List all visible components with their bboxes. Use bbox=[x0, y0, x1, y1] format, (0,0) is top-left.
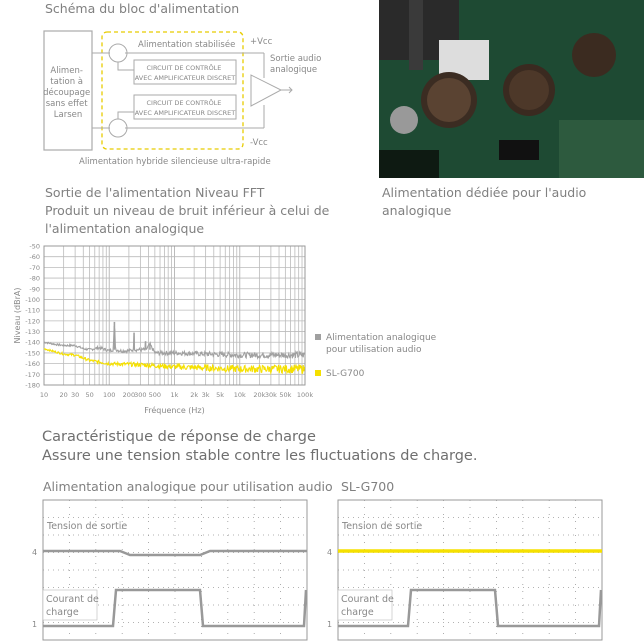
x-tick-label: 20k bbox=[253, 391, 265, 399]
stabilized-label: Alimentation stabilisée bbox=[138, 39, 235, 50]
circuit-board-photo bbox=[379, 0, 644, 178]
tick-label-1: 1 bbox=[327, 620, 332, 629]
y-axis-label: Niveau (dBrA) bbox=[13, 288, 22, 344]
power-block-diagram: Alimen- tation à découpage sans effet La… bbox=[43, 30, 324, 167]
load-chart-title-analog: Alimentation analogique pour utilisation… bbox=[43, 479, 333, 494]
diagram-title: Schéma du bloc d'alimentation bbox=[45, 1, 240, 16]
load-chart-title-slg700: SL-G700 bbox=[341, 479, 395, 494]
y-tick-label: -120 bbox=[25, 317, 40, 325]
transistor-bottom-icon bbox=[108, 118, 128, 138]
fft-title: Sortie de l'alimentation Niveau FFT Prod… bbox=[45, 184, 329, 238]
x-tick-label: 10 bbox=[40, 391, 48, 399]
y-tick-label: -60 bbox=[29, 253, 40, 261]
voltage-label: Tension de sortie bbox=[46, 521, 127, 532]
switching-block-label: Alimen- tation à découpage sans effet La… bbox=[43, 66, 93, 120]
x-axis-label: Fréquence (Hz) bbox=[144, 405, 205, 415]
fft-title-line: Produit un niveau de bruit inférieur à c… bbox=[45, 203, 330, 218]
legend-swatch bbox=[315, 334, 321, 340]
load-chart-analog: Tension de sortie 4 1 Courant de charge bbox=[32, 499, 308, 641]
y-tick-label: -180 bbox=[25, 382, 40, 390]
current-label: charge bbox=[341, 607, 374, 618]
legend-label: pour utilisation audio bbox=[326, 345, 422, 355]
x-tick-label: 10k bbox=[234, 391, 246, 399]
x-tick-label: 50 bbox=[85, 391, 93, 399]
y-tick-label: -150 bbox=[25, 349, 40, 357]
y-tick-label: -160 bbox=[25, 360, 40, 368]
plus-vcc-label: +Vcc bbox=[250, 37, 273, 47]
x-tick-label: 1k bbox=[171, 391, 179, 399]
control-circuit-top: CIRCUIT DE CONTRÔLE AVEC AMPLIFICATEUR D… bbox=[135, 63, 235, 82]
x-tick-label: 2k bbox=[190, 391, 198, 399]
fft-title-line: Sortie de l'alimentation Niveau FFT bbox=[45, 185, 265, 200]
minus-vcc-label: -Vcc bbox=[250, 138, 268, 148]
amplifier-icon bbox=[250, 74, 283, 107]
current-label-box bbox=[337, 589, 393, 621]
x-tick-label: 100 bbox=[103, 391, 115, 399]
current-label: Courant de bbox=[46, 594, 99, 605]
fft-chart: -50 -60 -70 -80 -90 -100 -110 -120 -130 -140 -150 -… bbox=[13, 243, 437, 416]
y-tick-label: -80 bbox=[29, 275, 40, 283]
load-heading-line: Caractéristique de réponse de charge bbox=[42, 429, 316, 445]
y-tick-label: -110 bbox=[25, 307, 40, 315]
series-line-slg700 bbox=[43, 348, 305, 376]
y-tick-label: -130 bbox=[25, 328, 40, 336]
voltage-trace bbox=[43, 549, 307, 557]
y-tick-label: -100 bbox=[25, 296, 40, 304]
legend-swatch bbox=[315, 370, 321, 376]
legend-label: SL-G700 bbox=[326, 369, 365, 379]
x-tick-label: 30 bbox=[71, 391, 79, 399]
load-heading-line: Assure une tension stable contre les flu… bbox=[42, 448, 478, 464]
y-tick-label: -50 bbox=[29, 243, 40, 251]
x-tick-label: 5k bbox=[216, 391, 224, 399]
x-tick-label: 500 bbox=[149, 391, 161, 399]
x-tick-label: 100k bbox=[297, 391, 313, 399]
current-label-box bbox=[42, 589, 98, 621]
y-tick-label: -90 bbox=[29, 285, 40, 293]
y-tick-label: -70 bbox=[29, 264, 40, 272]
tick-label-1: 1 bbox=[32, 620, 37, 629]
fft-title-line: l'alimentation analogique bbox=[45, 221, 205, 236]
load-heading: Caractéristique de réponse de charge Ass… bbox=[42, 428, 477, 466]
diagram-caption: Alimentation hybride silencieuse ultra-r… bbox=[79, 157, 271, 167]
transistor-top-icon bbox=[108, 43, 128, 63]
x-tick-label: 20 bbox=[60, 391, 68, 399]
stabilized-supply-box bbox=[101, 31, 244, 150]
photo-caption-line: Alimentation dédiée pour l'audio bbox=[382, 185, 587, 200]
series-line-analog bbox=[44, 325, 305, 361]
current-trace bbox=[43, 588, 308, 628]
legend-label: Alimentation analogique bbox=[326, 333, 437, 343]
x-tick-label: 3k bbox=[202, 391, 210, 399]
current-label: Courant de bbox=[341, 594, 394, 605]
load-chart-slg700: Tension de sortie 4 1 Courant de charge bbox=[327, 499, 603, 641]
x-tick-label: 300 bbox=[134, 391, 146, 399]
output-label: Sortie audio analogique bbox=[270, 54, 324, 75]
voltage-label: Tension de sortie bbox=[341, 521, 422, 532]
switching-supply-block bbox=[43, 30, 93, 151]
photo-caption-line: analogique bbox=[382, 203, 452, 218]
x-tick-label: 30k bbox=[265, 391, 277, 399]
x-tick-label: 200 bbox=[123, 391, 135, 399]
plot-frame bbox=[43, 245, 306, 386]
tick-label-4: 4 bbox=[32, 548, 37, 557]
control-circuit-bottom: CIRCUIT DE CONTRÔLE AVEC AMPLIFICATEUR D… bbox=[135, 98, 235, 117]
x-tick-label: 50k bbox=[279, 391, 291, 399]
y-tick-label: -140 bbox=[25, 339, 40, 347]
tick-label-4: 4 bbox=[327, 548, 332, 557]
photo-caption: Alimentation dédiée pour l'audio analogi… bbox=[382, 184, 586, 220]
current-trace bbox=[338, 588, 603, 628]
y-tick-label: -170 bbox=[25, 371, 40, 379]
current-label: charge bbox=[46, 607, 79, 618]
